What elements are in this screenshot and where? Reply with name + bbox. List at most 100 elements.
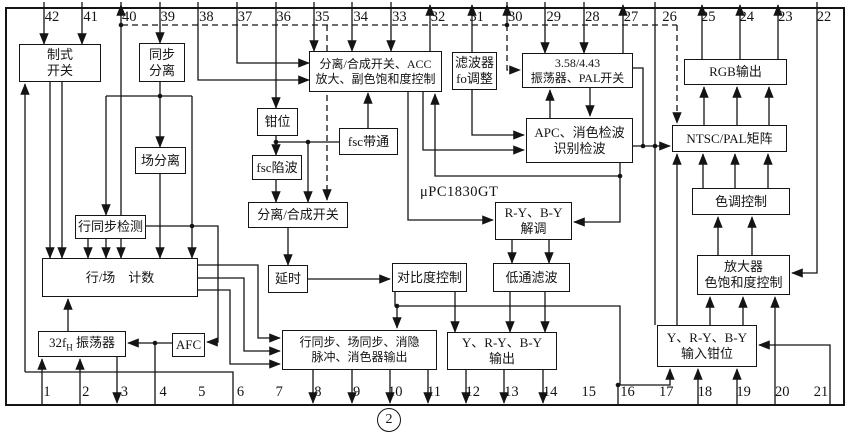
pin-top-29: 29	[546, 9, 562, 25]
block-fsc-notch: fsc陷波	[252, 155, 302, 180]
block-label: AFC	[175, 337, 202, 353]
signal-wire	[633, 67, 644, 146]
signal-wire	[146, 225, 219, 347]
block-label: Y、R-Y、B-Y	[461, 335, 543, 351]
block-label: Y、R-Y、B-Y	[666, 330, 748, 346]
block-label: NTSC/PAL矩阵	[686, 130, 773, 146]
pin-bottom-15: 15	[581, 384, 597, 400]
pin-top-35: 35	[314, 9, 330, 25]
block-label: fsc带通	[347, 133, 390, 149]
pin-bottom-18: 18	[697, 384, 713, 400]
signal-wire	[430, 93, 620, 177]
pin-top-40: 40	[121, 9, 137, 25]
block-osc32: 32fH 振荡器	[38, 331, 126, 357]
signal-wire	[25, 371, 234, 405]
block-apc: APC、消色检波识别检波	[526, 118, 633, 163]
block-sync-sep: 同步分离	[139, 43, 185, 82]
pin-top-24: 24	[739, 9, 755, 25]
block-label: 32fH 振荡器	[48, 334, 116, 353]
block-label: 输出	[488, 351, 515, 366]
junction-dot	[118, 22, 124, 28]
ic-outer-border	[5, 7, 845, 406]
pin-bottom-20: 20	[775, 384, 790, 400]
block-label: 振荡器、PAL开关	[530, 70, 625, 85]
block-label: 低通滤波	[505, 269, 558, 285]
signal-wire	[758, 340, 831, 405]
block-label: 解调	[520, 221, 547, 236]
signal-wire	[394, 292, 675, 386]
block-label: 脉冲、消色器输出	[311, 350, 408, 364]
pin-bottom-1: 1	[43, 384, 51, 400]
pin-bottom-6: 6	[236, 384, 245, 400]
block-label: 放大器	[723, 259, 763, 275]
pin-bottom-19: 19	[736, 384, 751, 400]
pin-bottom-13: 13	[504, 384, 519, 400]
junction-dot	[273, 139, 279, 145]
block-sys-switch: 制式开关	[19, 44, 101, 82]
block-label: fsc陷波	[256, 159, 298, 175]
block-label: 滤波器	[454, 55, 494, 71]
block-label: 场分离	[140, 152, 180, 168]
block-fsc-bandpass: fsc带通	[339, 128, 398, 155]
block-hsync-detect: 行同步检测	[75, 215, 146, 239]
pin-bottom-10: 10	[388, 384, 403, 400]
pin-bottom-2: 2	[82, 384, 90, 400]
block-label: 制式	[46, 47, 73, 63]
block-label: 延时	[274, 271, 301, 287]
block-label: APC、消色检波	[534, 124, 625, 140]
signal-wire	[197, 2, 310, 85]
pin-top-37: 37	[237, 9, 253, 25]
pin-bottom-21: 21	[813, 384, 829, 400]
pin-top-33: 33	[392, 9, 407, 25]
signal-wire	[407, 92, 494, 225]
junction-dot	[640, 143, 646, 149]
pin-top-31: 31	[469, 9, 484, 25]
pin-top-39: 39	[160, 9, 176, 25]
signal-wire	[422, 92, 525, 155]
signal-wire	[573, 163, 621, 227]
block-label: 分离/合成开关、ACC	[319, 56, 432, 71]
block-sep-comp-switch: 分离/合成开关	[248, 202, 348, 228]
block-afc: AFC	[172, 333, 205, 357]
block-label: 行/场 计数	[85, 269, 155, 285]
pin-bottom-5: 5	[198, 384, 206, 400]
junction-dot	[394, 303, 400, 309]
signal-wire	[198, 277, 281, 356]
pin-bottom-9: 9	[352, 384, 361, 400]
block-clamp: 钳位	[257, 108, 298, 136]
figure-number: 2	[377, 408, 401, 432]
block-label: fo调整	[456, 71, 493, 86]
pin-top-25: 25	[700, 9, 716, 25]
junction-dot	[504, 22, 510, 28]
block-label: 开关	[46, 63, 73, 78]
pin-top-28: 28	[585, 9, 600, 25]
pin-top-23: 23	[778, 9, 793, 25]
signal-wire	[236, 2, 310, 68]
pin-top-36: 36	[276, 9, 291, 25]
pin-top-41: 41	[83, 9, 98, 25]
junction-dot	[615, 382, 621, 388]
pin-bottom-3: 3	[120, 384, 129, 400]
pin-top-42: 42	[44, 9, 60, 25]
block-contrast: 对比度控制	[392, 263, 467, 292]
block-label: 3.58/4.43	[554, 55, 601, 70]
block-rgb-out: RGB输出	[684, 59, 787, 85]
block-label: 色饱和度控制	[704, 275, 783, 290]
signal-wire	[198, 289, 281, 369]
pin-bottom-12: 12	[465, 384, 480, 400]
block-label: 放大、副色饱和度控制	[315, 71, 436, 86]
pin-top-26: 26	[662, 9, 677, 25]
junction-dot	[305, 139, 311, 145]
junction-dot	[152, 340, 158, 346]
pin-top-30: 30	[507, 9, 523, 25]
block-label: 分离	[148, 62, 175, 78]
pin-bottom-11: 11	[427, 384, 441, 400]
block-label: 色调控制	[714, 193, 767, 209]
block-label: R-Y、B-Y	[504, 205, 563, 221]
block-label: 行同步检测	[77, 219, 143, 235]
